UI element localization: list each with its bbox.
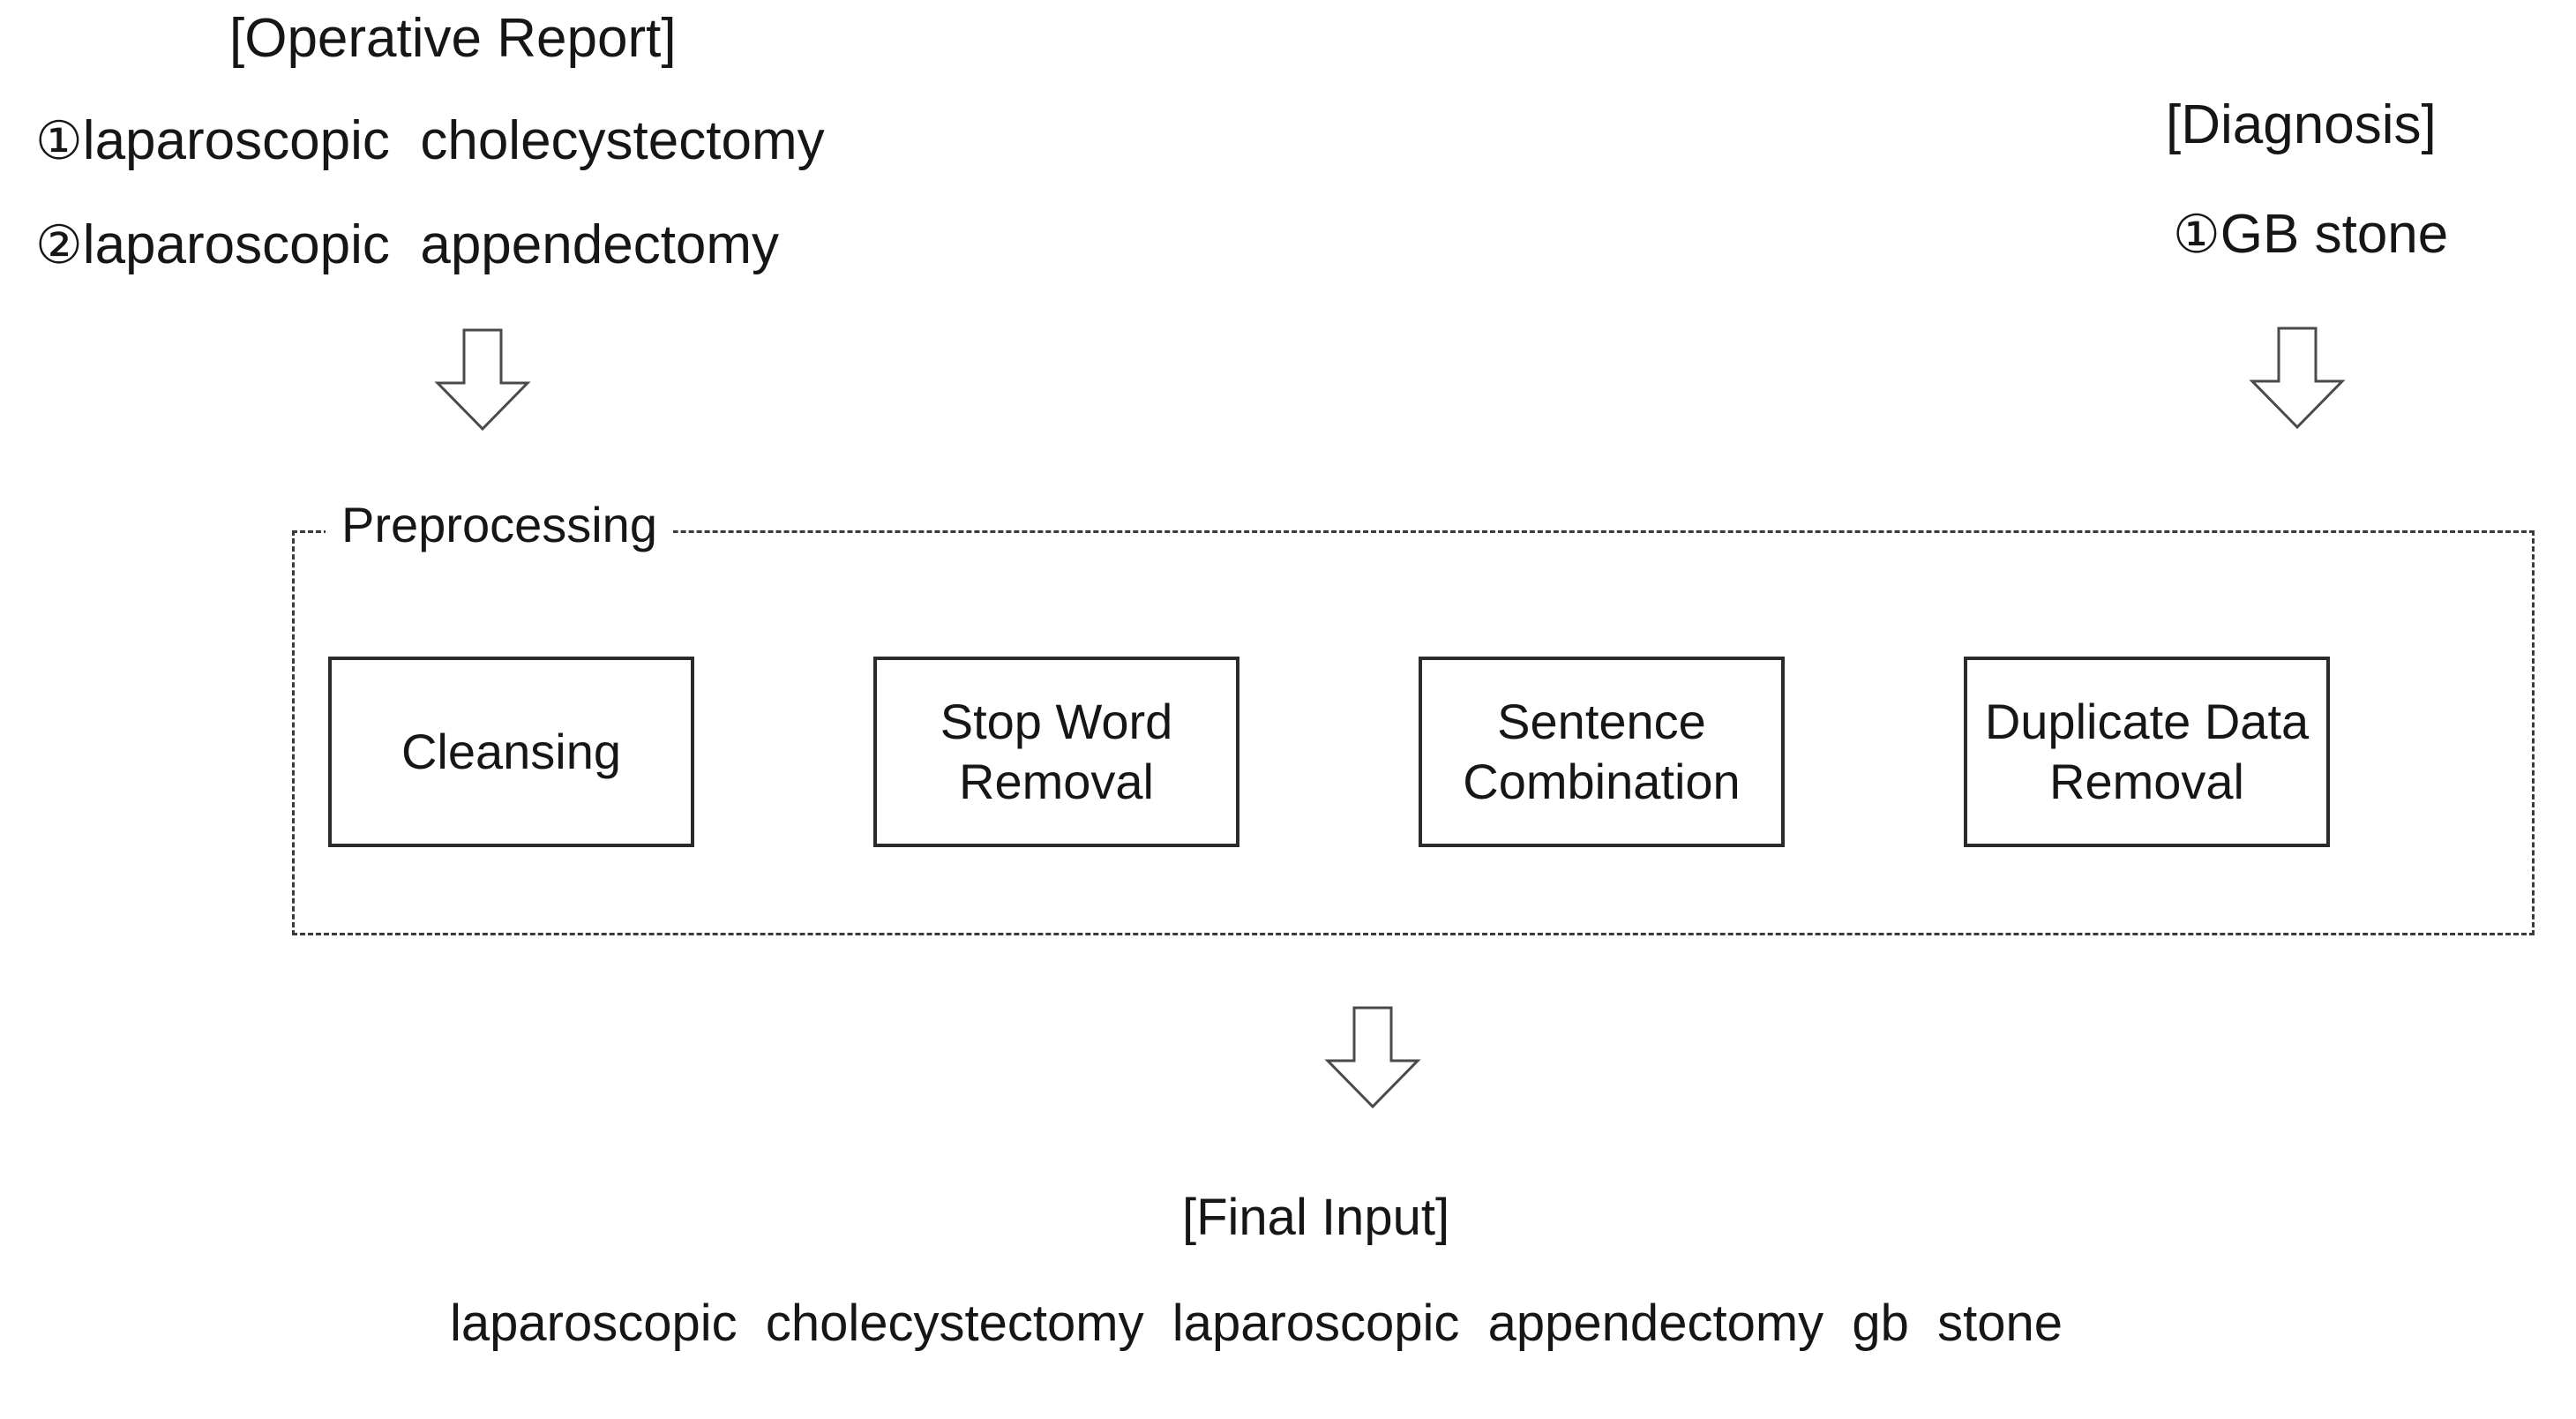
circled-number-1-icon: ① [35,111,83,170]
final-input-text: laparoscopic cholecystectomy laparoscopi… [450,1295,2063,1352]
final-input-title: [Final Input] [1182,1189,1450,1246]
diagnosis-item-1-text: GB stone [2220,204,2449,265]
down-arrow-icon-diagnosis [2249,327,2346,430]
operative-report-item-1-text: laparoscopic cholecystectomy [82,110,825,171]
process-box-duplicate-data-removal-label: Duplicate Data Removal [1984,693,2310,809]
operative-report-item-2: ②laparoscopic appendectomy [35,214,780,275]
diagnosis-title: [Diagnosis] [2166,94,2437,155]
process-box-cleansing-label: Cleansing [401,723,622,779]
diagnosis-item-1: ①GB stone [2173,204,2449,265]
operative-report-item-2-text: laparoscopic appendectomy [82,214,780,275]
process-box-stop-word-removal-label: Stop Word Removal [940,693,1173,809]
process-box-cleansing[interactable]: Cleansing [328,657,694,847]
preprocessing-group [292,530,2535,935]
circled-number-1-icon: ① [2173,205,2220,264]
process-box-stop-word-removal[interactable]: Stop Word Removal [873,657,1239,847]
process-box-duplicate-data-removal[interactable]: Duplicate Data Removal [1964,657,2330,847]
circled-number-2-icon: ② [35,215,83,274]
process-box-sentence-combination[interactable]: Sentence Combination [1419,657,1785,847]
operative-report-title: [Operative Report] [229,8,677,69]
operative-report-item-1: ①laparoscopic cholecystectomy [35,110,825,171]
preprocessing-group-label: Preprocessing [326,496,673,553]
down-arrow-icon-final-input [1324,1006,1421,1109]
process-box-sentence-combination-label: Sentence Combination [1463,693,1741,809]
down-arrow-icon-operative-report [434,328,531,432]
